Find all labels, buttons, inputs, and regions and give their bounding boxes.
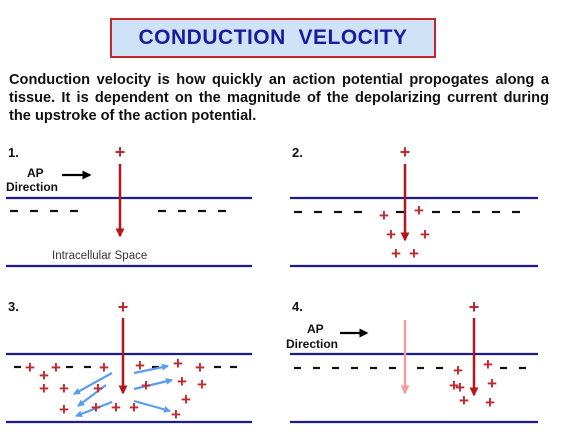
svg-text:+: + — [171, 405, 181, 424]
positive-charges: + + + + + + + — [449, 355, 497, 412]
svg-text:+: + — [409, 244, 419, 263]
svg-text:+: + — [135, 356, 145, 375]
svg-text:+: + — [197, 375, 207, 394]
ap-label: AP — [307, 322, 324, 336]
svg-text:+: + — [25, 358, 35, 377]
positive-charges: + + + + + + + + + + + + + + + + + + + — [25, 354, 207, 424]
panel-number: 3. — [8, 299, 19, 314]
panel-4: 4. AP Direction + + + + + + + + — [286, 297, 538, 424]
svg-text:+: + — [111, 398, 121, 417]
intracellular-space-label: Intracellular Space — [52, 250, 147, 262]
svg-text:+: + — [379, 206, 389, 225]
svg-text:+: + — [485, 393, 495, 412]
svg-text:+: + — [459, 391, 469, 410]
direction-label: Direction — [6, 180, 58, 194]
svg-text:+: + — [181, 390, 191, 409]
plus-charge: + — [118, 297, 129, 317]
svg-text:+: + — [195, 358, 205, 377]
panel-1: 1. AP Direction + Intracellular Space — [6, 142, 252, 268]
svg-text:+: + — [483, 355, 493, 374]
svg-text:+: + — [455, 378, 465, 397]
svg-text:+: + — [39, 366, 49, 385]
svg-text:+: + — [177, 372, 187, 391]
plus-charge: + — [115, 142, 126, 162]
svg-text:+: + — [39, 379, 49, 398]
svg-text:+: + — [173, 354, 183, 373]
svg-text:+: + — [91, 398, 101, 417]
svg-text:+: + — [99, 358, 109, 377]
svg-text:+: + — [453, 361, 463, 380]
plus-charge: + — [400, 142, 411, 162]
svg-text:+: + — [51, 358, 61, 377]
svg-text:+: + — [59, 400, 69, 419]
panel-number: 4. — [292, 299, 303, 314]
title-box: CONDUCTION VELOCITY — [110, 18, 436, 58]
panel-3: 3. + + + + + + + + + — [6, 297, 252, 424]
positive-charges: + + + + + + — [379, 201, 430, 263]
panel-2: 2. + + + + + + + — [290, 142, 538, 268]
direction-label: Direction — [286, 337, 338, 351]
svg-text:+: + — [141, 376, 151, 395]
svg-text:+: + — [420, 225, 430, 244]
svg-text:+: + — [391, 244, 401, 263]
svg-text:+: + — [93, 379, 103, 398]
svg-text:+: + — [487, 374, 497, 393]
svg-text:+: + — [386, 225, 396, 244]
svg-text:+: + — [449, 376, 459, 395]
panel-number: 2. — [292, 145, 303, 160]
local-current-arrows — [73, 363, 173, 418]
panel-number: 1. — [8, 145, 19, 160]
page-title: CONDUCTION VELOCITY — [138, 26, 408, 49]
intro-paragraph: Conduction velocity is how quickly an ac… — [9, 72, 549, 124]
svg-text:+: + — [59, 379, 69, 398]
ap-label: AP — [27, 166, 44, 180]
svg-text:+: + — [414, 201, 424, 220]
plus-charge: + — [469, 297, 480, 317]
svg-text:+: + — [129, 398, 139, 417]
